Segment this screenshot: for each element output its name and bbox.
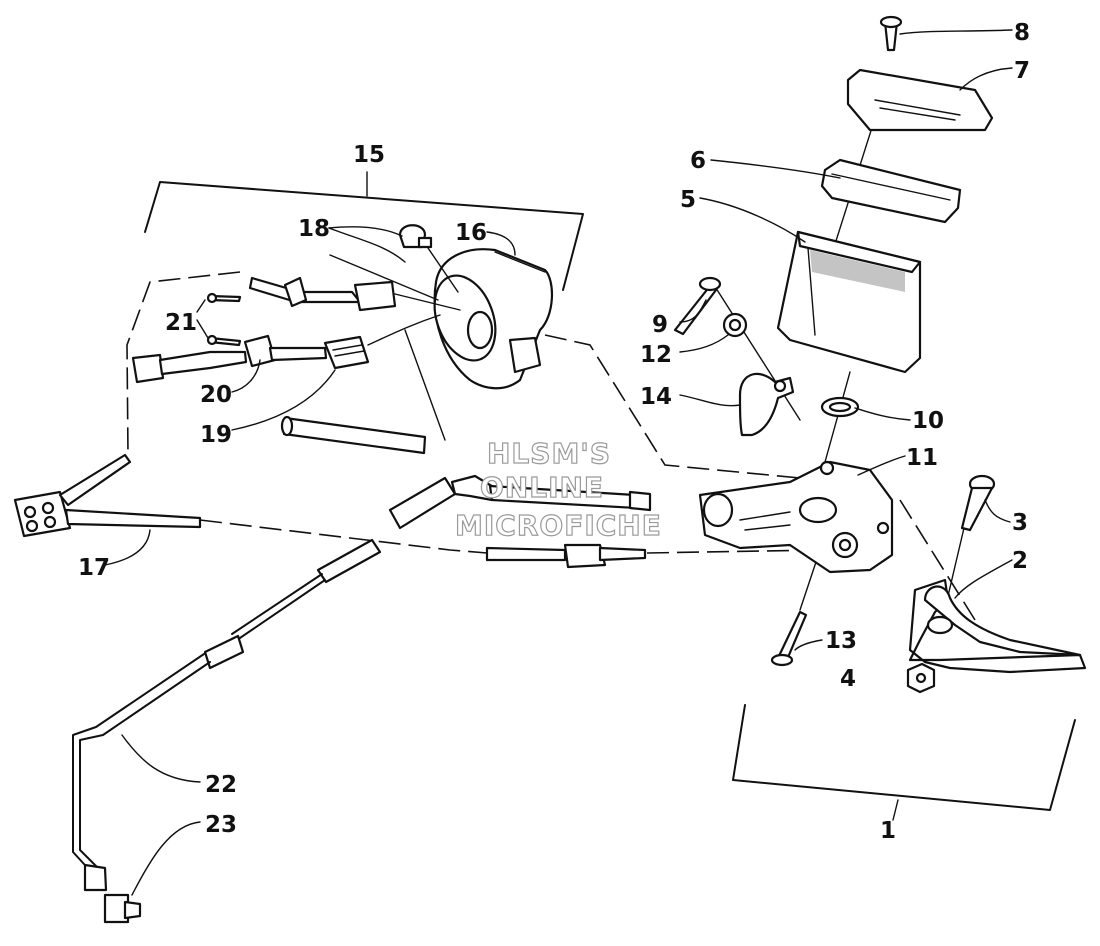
callout-9: 9 [652,312,668,338]
cable-end [485,543,647,569]
connector-19 [323,314,441,370]
bracket-1 [732,704,1076,821]
fitting-23 [103,893,142,924]
callout-21: 21 [165,310,197,336]
callout-7: 7 [1014,58,1030,84]
callout-3: 3 [1012,510,1028,536]
screw-8 [879,15,903,52]
washer-12 [722,312,748,338]
callout-20: 20 [200,382,232,408]
callout-23: 23 [205,812,237,838]
clamp-14 [738,372,795,437]
brake-line [388,474,652,530]
callout-5: 5 [680,187,696,213]
callout-2: 2 [1012,548,1028,574]
callout-4: 4 [840,666,856,692]
nut-4 [906,662,936,694]
callout-19: 19 [200,422,232,448]
screw-13 [770,610,808,667]
switch-housing-16 [433,248,554,390]
callout-11: 11 [906,445,938,471]
watermark-line-2: ONLINE [480,471,604,504]
callout-14: 14 [640,384,672,410]
leader-lines [104,29,1013,896]
callout-6: 6 [690,148,706,174]
callout-16: 16 [455,220,487,246]
circlip-10 [820,396,860,418]
callout-13: 13 [825,628,857,654]
switch-wires-upper [248,247,461,312]
bracket-15 [144,171,584,291]
callout-1: 1 [880,818,896,844]
connector-20 [131,334,328,384]
callout-12: 12 [640,342,672,368]
reservoir-5 [776,230,922,374]
toggle-knob-18 [398,224,433,249]
callout-10: 10 [912,408,944,434]
callout-15: 15 [353,142,385,168]
watermark: HLSM'S ONLINE MICROFICHE [454,436,662,542]
watermark-line-1: HLSM'S [487,437,611,470]
throttle-cable-22 [72,538,382,892]
master-cylinder-11 [698,460,894,574]
callout-17: 17 [78,555,110,581]
sleeve [280,415,427,455]
brake-lever-2 [908,578,1087,674]
callout-22: 22 [205,772,237,798]
callout-8: 8 [1014,20,1030,46]
screw-9 [673,276,722,336]
callout-18: 18 [298,216,330,242]
callouts: 1 2 3 4 5 6 7 8 9 10 11 12 13 14 15 16 1… [78,20,1030,844]
screws-21 [206,292,242,347]
cover-7 [846,68,994,132]
watermark-line-3: MICROFICHE [455,509,662,542]
gasket-6 [820,158,962,224]
harness-connector-17 [13,453,202,538]
